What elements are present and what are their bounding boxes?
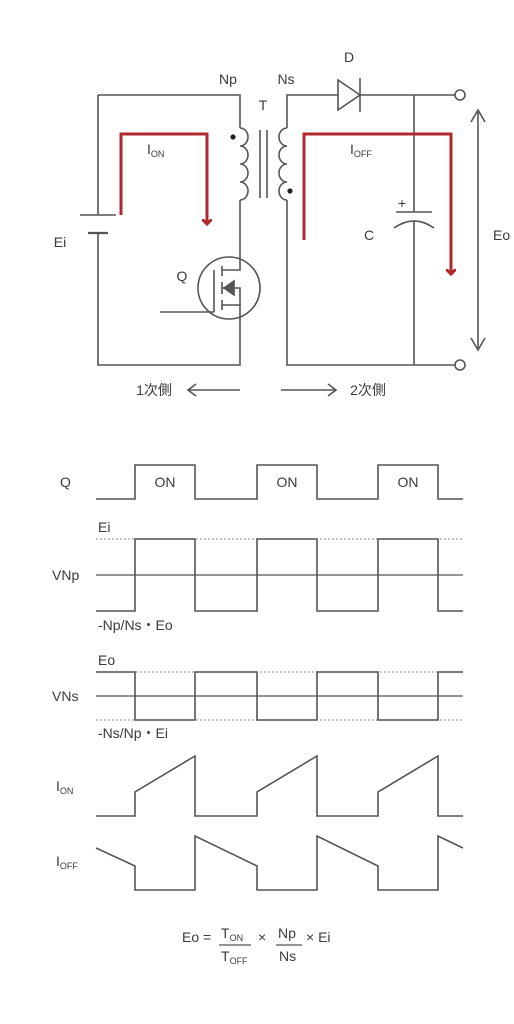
label-c: C [364, 227, 374, 243]
q-on-label-3: ON [398, 474, 419, 490]
wave-label-vns: VNs [52, 688, 78, 704]
primary-top-wire [98, 94, 241, 128]
secondary-side-arrow-head [327, 383, 338, 397]
vns-top-label: Eo [98, 652, 115, 668]
eo-arrow-head-bottom [470, 337, 486, 352]
output-terminal-top [454, 89, 466, 101]
primary-coil [239, 127, 249, 201]
label-d: D [344, 49, 354, 65]
cap-bottom-plate [393, 220, 435, 229]
wave-label-q: Q [60, 474, 71, 490]
label-c-plus: + [398, 195, 406, 211]
label-eo: Eo [493, 227, 510, 243]
mosfet-source [222, 304, 241, 320]
secondary-dot [287, 188, 293, 194]
label-secondary-side: 2次側 [350, 382, 386, 398]
wave-label-ion: ION [56, 778, 73, 796]
q-waveform [96, 464, 463, 500]
wave-label-ioff: IOFF [56, 853, 78, 871]
primary-side-arrow-head [186, 383, 197, 397]
formula: Eo = TON TOFF × Np Ns × Ei [182, 925, 331, 966]
ion-current-arrow [119, 132, 207, 224]
q-on-label-2: ON [277, 474, 298, 490]
label-ns: Ns [277, 71, 294, 87]
circuit [80, 78, 486, 397]
primary-dot [230, 134, 236, 140]
formula-times-ei: × Ei [306, 929, 331, 945]
vns-bottom-label: -Ns/Np・Ei [98, 725, 168, 741]
formula-np: Np [278, 925, 296, 941]
vns-waveform [96, 671, 463, 721]
formula-denominator: TOFF [221, 948, 248, 966]
label-np: Np [219, 71, 237, 87]
secondary-top-wire [286, 94, 338, 128]
mosfet-drain [222, 255, 241, 271]
waveforms [95, 464, 464, 891]
formula-numerator: TON [221, 925, 243, 943]
label-q: Q [177, 268, 188, 284]
vnp-bottom-label: -Np/Ns・Eo [98, 617, 173, 633]
vnp-waveform [96, 538, 463, 612]
ioff-current-arrow [302, 132, 451, 274]
diode-triangle [337, 78, 362, 112]
label-ion: ION [147, 141, 164, 159]
secondary-coil [278, 127, 288, 201]
mosfet-arrow [222, 279, 235, 297]
label-t: T [259, 97, 268, 113]
formula-ns: Ns [279, 948, 296, 964]
formula-lhs: Eo = [182, 929, 211, 945]
eo-arrow-head-top [470, 108, 486, 123]
primary-left-wire-lower [97, 233, 241, 366]
vnp-top-label: Ei [98, 519, 110, 535]
q-on-label-1: ON [155, 474, 176, 490]
formula-times-1: × [258, 929, 266, 945]
label-primary-side: 1次側 [136, 382, 172, 398]
mosfet-circle [197, 256, 261, 320]
label-ei: Ei [54, 234, 66, 250]
label-ioff: IOFF [350, 141, 372, 159]
ion-waveform [96, 754, 463, 817]
output-terminal-bottom [454, 359, 466, 371]
wave-label-vnp: VNp [52, 567, 79, 583]
ioff-waveform [95, 834, 464, 891]
secondary-bottom-wire [286, 200, 456, 366]
